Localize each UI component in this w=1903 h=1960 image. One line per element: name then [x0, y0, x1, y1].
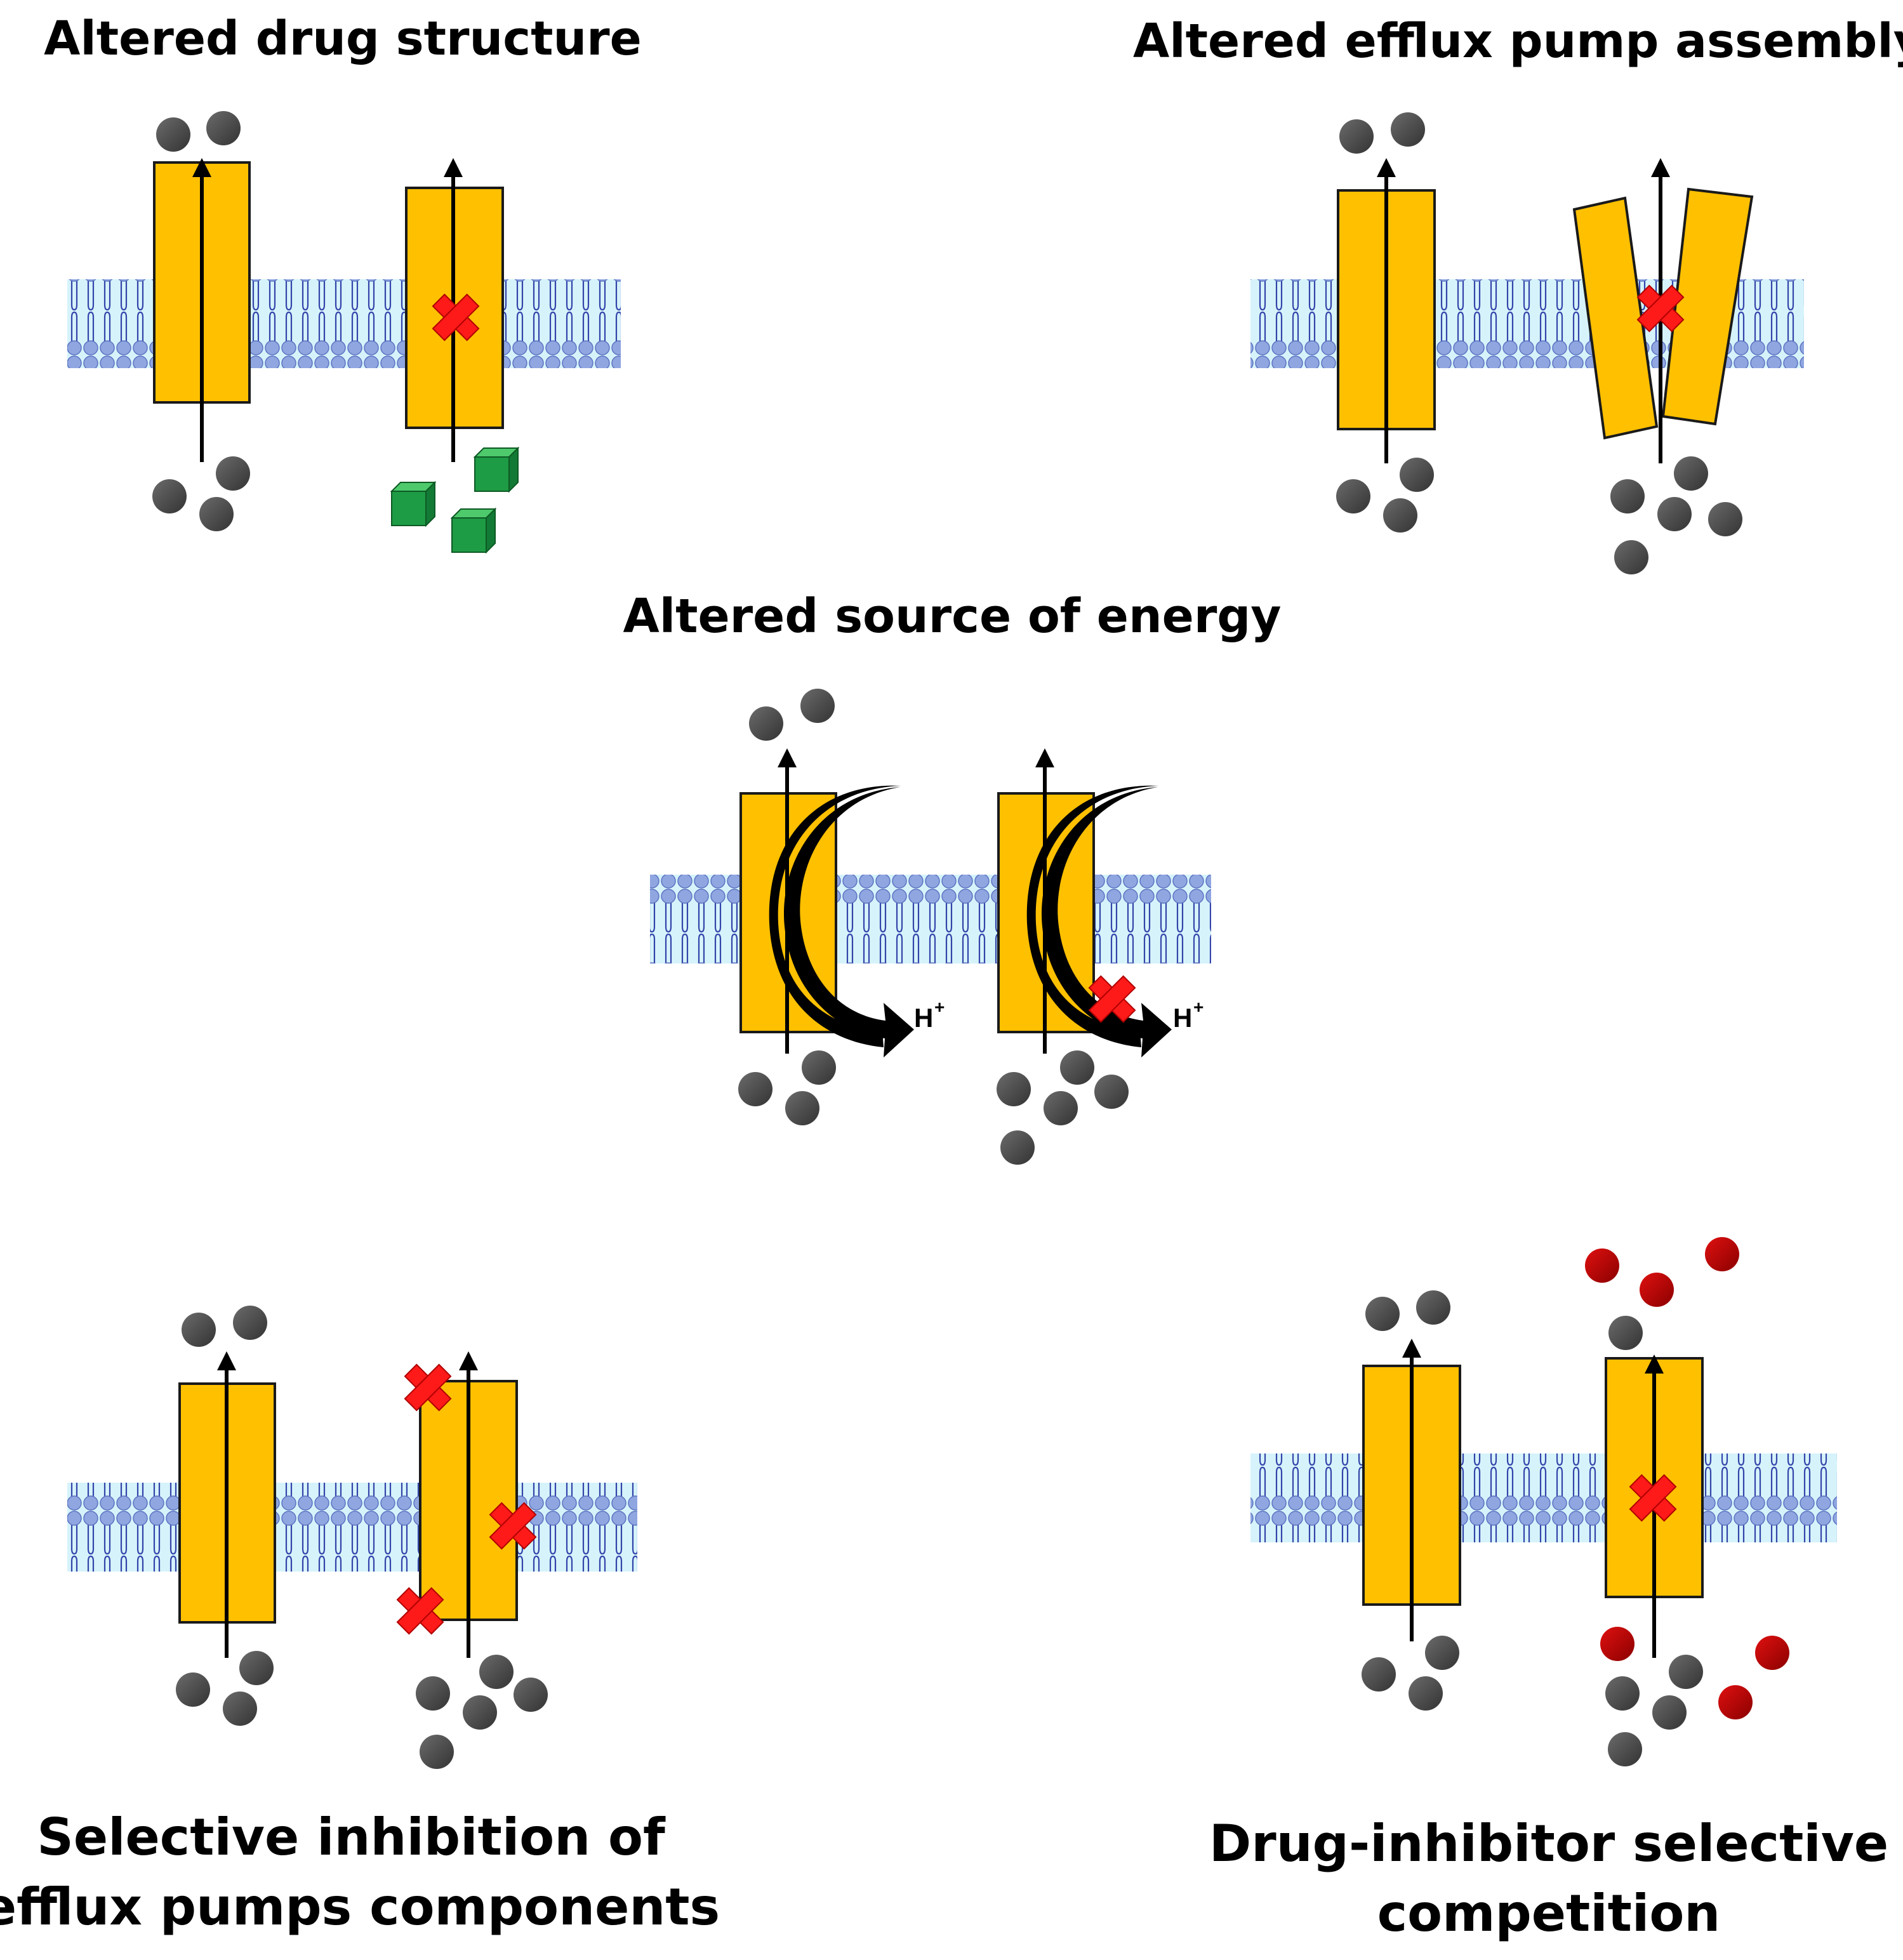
drug-molecule	[1060, 1050, 1094, 1085]
drug-molecule	[1094, 1075, 1129, 1109]
modified-drug-cube-icon	[473, 446, 520, 493]
drug-molecule	[182, 1313, 216, 1347]
drug-molecule	[1044, 1091, 1078, 1125]
drug-molecule	[997, 1072, 1031, 1106]
inhibitor-molecule	[1718, 1685, 1753, 1719]
proton-label: H	[914, 1003, 933, 1033]
drug-molecule	[1400, 458, 1434, 492]
drug-molecule	[1416, 1290, 1450, 1325]
drug-molecule	[1425, 1636, 1459, 1670]
panel-altered-source-of-energy: H + H +	[650, 689, 1211, 1165]
title-altered-source-of-energy: Altered source of energy	[623, 589, 1281, 644]
drug-molecule	[463, 1695, 497, 1730]
drug-molecule	[156, 117, 190, 152]
pump-subunit-misassembled	[1572, 196, 1659, 440]
drug-molecule	[1614, 540, 1648, 574]
drug-molecule	[216, 456, 250, 491]
panel-altered-drug-structure	[67, 111, 621, 554]
drug-molecule	[1657, 497, 1692, 531]
drug-molecule	[1674, 456, 1708, 491]
title-selective-inhibition-line2: efflux pumps components	[0, 1877, 720, 1937]
membrane	[67, 1483, 637, 1572]
drug-molecule	[233, 1306, 267, 1340]
drug-molecule	[152, 479, 187, 513]
proton-label: H	[1173, 1003, 1192, 1033]
panel-altered-efflux-pump-assembly	[1250, 112, 1804, 574]
title-selective-inhibition-line1: Selective inhibition of	[37, 1808, 666, 1867]
drug-molecule	[1652, 1695, 1687, 1730]
modified-drug-cube-icon	[450, 507, 497, 554]
block-cross-icon	[432, 293, 480, 341]
drug-molecule	[416, 1676, 450, 1711]
title-altered-efflux-pump-assembly: Altered efflux pump assembly	[1133, 14, 1903, 69]
drug-molecule	[1000, 1130, 1035, 1165]
panel-selective-inhibition	[67, 1306, 637, 1769]
proton-flow-arrow-icon	[1041, 787, 1172, 1057]
drug-molecule	[1608, 1316, 1643, 1350]
membrane	[67, 279, 621, 368]
drug-molecule	[1365, 1297, 1400, 1331]
panel-drug-inhibitor-competition	[1250, 1237, 1837, 1766]
drug-molecule	[514, 1678, 548, 1712]
drug-molecule	[1336, 479, 1370, 513]
drug-molecule	[1605, 1676, 1640, 1711]
drug-molecule	[1708, 502, 1742, 536]
drug-molecule	[239, 1651, 274, 1685]
proton-flow-arrow-icon	[783, 787, 914, 1057]
block-cross-icon	[489, 1502, 537, 1550]
block-cross-icon	[396, 1587, 444, 1635]
proton-charge: +	[934, 997, 945, 1017]
drug-molecule	[1608, 1732, 1642, 1766]
drug-molecule	[802, 1050, 836, 1085]
drug-molecule	[1610, 479, 1645, 513]
block-cross-icon	[1629, 1474, 1677, 1522]
drug-molecule	[800, 689, 835, 723]
drug-molecule	[1362, 1657, 1396, 1692]
membrane	[650, 875, 1211, 963]
drug-molecule	[1669, 1655, 1703, 1689]
drug-molecule	[479, 1655, 514, 1689]
title-drug-inhibitor-competition-line2: competition	[1377, 1884, 1721, 1943]
title-drug-inhibitor-competition-line1: Drug-inhibitor selective	[1209, 1814, 1888, 1873]
drug-molecule	[176, 1672, 210, 1707]
inhibitor-molecule	[1705, 1237, 1739, 1271]
inhibitor-molecule	[1585, 1248, 1619, 1283]
pump-subunit-misassembled	[1661, 187, 1754, 426]
title-altered-drug-structure: Altered drug structure	[44, 11, 642, 66]
drug-molecule	[1409, 1676, 1443, 1711]
drug-molecule	[1391, 112, 1425, 147]
drug-molecule	[738, 1072, 772, 1106]
inhibitor-molecule	[1600, 1627, 1634, 1661]
proton-charge: +	[1193, 997, 1203, 1017]
drug-molecule	[1383, 498, 1417, 533]
drug-molecule	[223, 1692, 257, 1726]
drug-molecule	[785, 1091, 819, 1125]
block-cross-icon	[1088, 975, 1136, 1023]
inhibitor-molecule	[1755, 1636, 1789, 1670]
inhibitor-molecule	[1640, 1273, 1674, 1307]
drug-molecule	[420, 1735, 454, 1769]
modified-drug-cube-icon	[390, 480, 437, 527]
block-cross-icon	[404, 1363, 452, 1412]
drug-molecule	[1339, 119, 1374, 154]
drug-molecule	[749, 706, 783, 741]
membrane	[1250, 1453, 1837, 1542]
drug-molecule	[199, 497, 234, 531]
drug-molecule	[206, 111, 241, 145]
block-cross-icon	[1636, 284, 1685, 333]
